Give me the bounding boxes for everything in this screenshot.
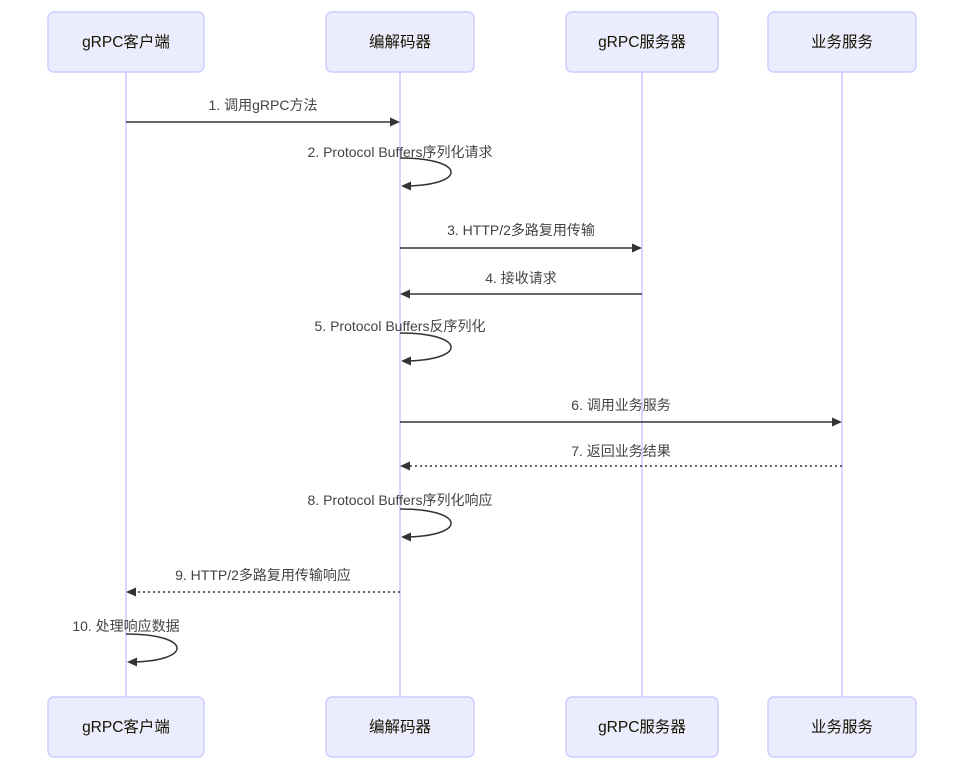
participant-box bbox=[47, 11, 205, 73]
participant-client-bottom[interactable]: gRPC客户端 bbox=[47, 696, 205, 758]
participant-codec-bottom[interactable]: 编解码器 bbox=[325, 696, 475, 758]
message-label-8: 8. Protocol Buffers序列化响应 bbox=[308, 492, 493, 508]
arrowhead bbox=[400, 289, 410, 299]
message-1[interactable]: 1. 调用gRPC方法 bbox=[126, 97, 400, 127]
message-4[interactable]: 4. 接收请求 bbox=[400, 270, 642, 299]
message-label-10: 10. 处理响应数据 bbox=[72, 618, 179, 634]
messages-layer: 1. 调用gRPC方法 2. Protocol Buffers序列化请求 3. HT… bbox=[72, 97, 842, 667]
message-label-7: 7. 返回业务结果 bbox=[571, 443, 671, 459]
self-message-arc-5 bbox=[399, 332, 452, 362]
participant-box bbox=[325, 11, 475, 73]
message-5[interactable]: 5. Protocol Buffers反序列化 bbox=[315, 318, 486, 366]
participant-label: gRPC服务器 bbox=[598, 718, 686, 736]
participant-label: 业务服务 bbox=[811, 33, 873, 51]
participant-label: gRPC客户端 bbox=[82, 718, 170, 736]
participant-server-top[interactable]: gRPC服务器 bbox=[565, 11, 719, 73]
participant-label: 业务服务 bbox=[811, 718, 873, 736]
participant-service-top[interactable]: 业务服务 bbox=[767, 11, 917, 73]
participant-label: 编解码器 bbox=[369, 33, 432, 51]
top-participants: gRPC客户端 编解码器 gRPC服务器 业务服务 bbox=[47, 11, 917, 73]
arrowhead bbox=[126, 587, 136, 597]
bottom-participants: gRPC客户端 编解码器 gRPC服务器 业务服务 bbox=[47, 696, 917, 758]
arrowhead bbox=[401, 356, 411, 366]
participant-box bbox=[565, 696, 719, 758]
message-label-5: 5. Protocol Buffers反序列化 bbox=[315, 318, 486, 334]
participant-box bbox=[565, 11, 719, 73]
message-label-6: 6. 调用业务服务 bbox=[571, 397, 671, 413]
lifelines-layer bbox=[125, 72, 843, 697]
participant-codec-top[interactable]: 编解码器 bbox=[325, 11, 475, 73]
message-10[interactable]: 10. 处理响应数据 bbox=[72, 618, 180, 667]
message-label-3: 3. HTTP/2多路复用传输 bbox=[447, 222, 595, 238]
participant-service-bottom[interactable]: 业务服务 bbox=[767, 696, 917, 758]
arrowhead bbox=[401, 532, 411, 542]
arrowhead bbox=[632, 243, 642, 253]
self-message-arc-10 bbox=[125, 633, 178, 663]
arrowhead bbox=[400, 461, 410, 471]
message-label-1: 1. 调用gRPC方法 bbox=[209, 97, 318, 113]
arrowhead bbox=[390, 117, 400, 127]
message-7[interactable]: 7. 返回业务结果 bbox=[400, 443, 842, 471]
participant-label: gRPC服务器 bbox=[598, 33, 686, 51]
self-message-arc-8 bbox=[399, 508, 452, 538]
arrowhead bbox=[127, 657, 137, 667]
participant-box bbox=[47, 696, 205, 758]
message-2[interactable]: 2. Protocol Buffers序列化请求 bbox=[308, 144, 493, 191]
message-6[interactable]: 6. 调用业务服务 bbox=[400, 397, 842, 427]
participant-box bbox=[767, 696, 917, 758]
arrowhead bbox=[832, 417, 842, 427]
message-8[interactable]: 8. Protocol Buffers序列化响应 bbox=[308, 492, 493, 542]
message-label-4: 4. 接收请求 bbox=[485, 270, 557, 286]
message-9[interactable]: 9. HTTP/2多路复用传输响应 bbox=[126, 567, 400, 597]
participant-box bbox=[325, 696, 475, 758]
participant-server-bottom[interactable]: gRPC服务器 bbox=[565, 696, 719, 758]
message-3[interactable]: 3. HTTP/2多路复用传输 bbox=[400, 222, 642, 253]
participant-label: gRPC客户端 bbox=[82, 33, 170, 51]
arrowhead bbox=[401, 181, 411, 191]
message-label-2: 2. Protocol Buffers序列化请求 bbox=[308, 144, 493, 160]
participant-box bbox=[767, 11, 917, 73]
self-message-arc-2 bbox=[399, 157, 452, 187]
participant-label: 编解码器 bbox=[369, 718, 432, 736]
message-label-9: 9. HTTP/2多路复用传输响应 bbox=[175, 567, 351, 583]
participant-client-top[interactable]: gRPC客户端 bbox=[47, 11, 205, 73]
